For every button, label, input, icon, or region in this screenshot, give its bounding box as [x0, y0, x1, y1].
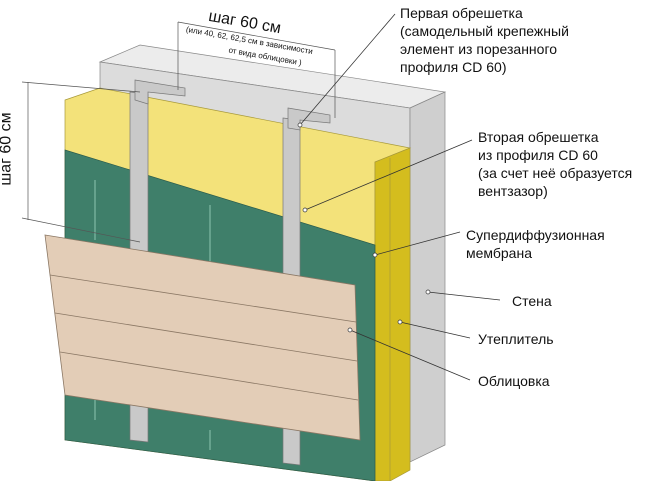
label-line: (за счет неё образуется [478, 165, 633, 181]
label-line: Супердиффузионная [466, 227, 605, 243]
label-line: вентзазор) [478, 183, 548, 199]
label-wall: Стена [512, 293, 552, 309]
label-line: Первая обрешетка [400, 5, 523, 21]
label-line: профиля CD 60) [400, 59, 507, 75]
label-line: элемент из порезанного [400, 41, 558, 57]
label-line: мембрана [466, 245, 532, 261]
insulation-side [374, 147, 411, 481]
label-insulation: Утеплитель [478, 331, 554, 347]
dimension-left-label: шаг 60 см [0, 112, 15, 186]
label-line: Вторая обрешетка [478, 129, 599, 145]
wall-side [409, 91, 446, 463]
label-membrane: Супердиффузионная мембрана [466, 226, 605, 262]
label-line: из профиля CD 60 [478, 147, 598, 163]
label-line: (самодельный крепежный [400, 23, 569, 39]
label-cladding: Облицовка [478, 373, 550, 389]
label-first-lathing: Первая обрешетка (самодельный крепежный … [400, 4, 569, 76]
label-second-lathing: Вторая обрешетка из профиля CD 60 (за сч… [478, 128, 632, 200]
